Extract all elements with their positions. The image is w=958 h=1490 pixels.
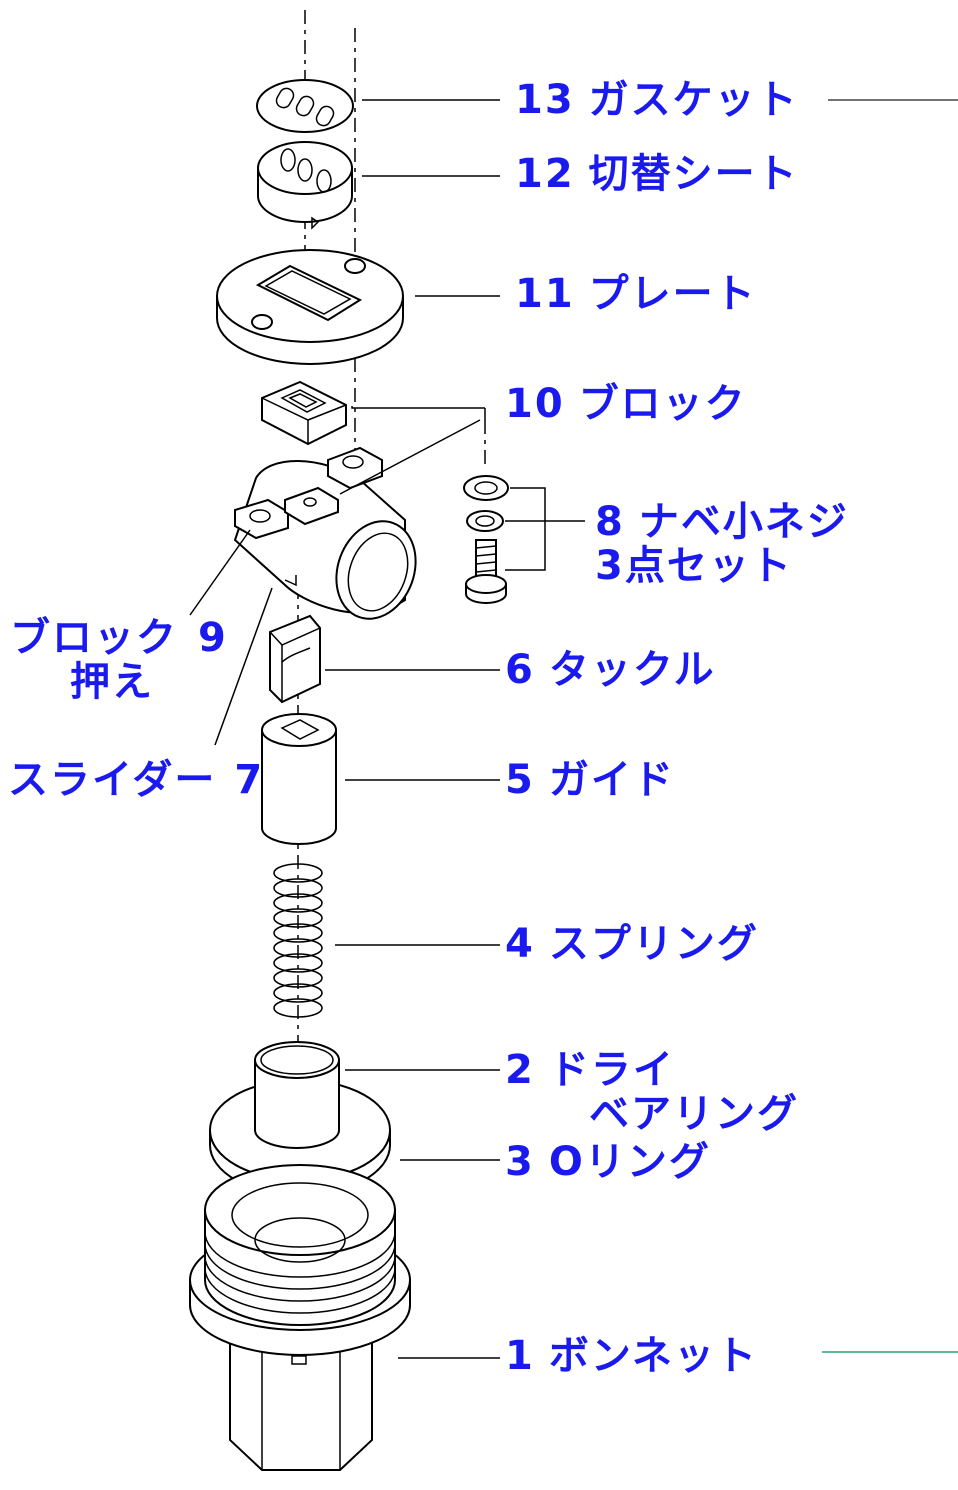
- plate-part: [216, 249, 404, 365]
- pan-head-screw-set-part: [463, 475, 509, 604]
- dry-bearing-part: [254, 1041, 340, 1149]
- spring-part: [273, 863, 323, 1018]
- block-retainer-part: [234, 446, 383, 540]
- tackle-part: [269, 614, 321, 704]
- slider-part: [233, 460, 417, 620]
- leader-lines: [189, 99, 585, 1359]
- switching-seat-part: [257, 141, 353, 230]
- bonnet-part: [189, 1164, 411, 1471]
- guide-part: [261, 713, 337, 845]
- gasket-part: [256, 79, 354, 133]
- block-part: [261, 380, 347, 446]
